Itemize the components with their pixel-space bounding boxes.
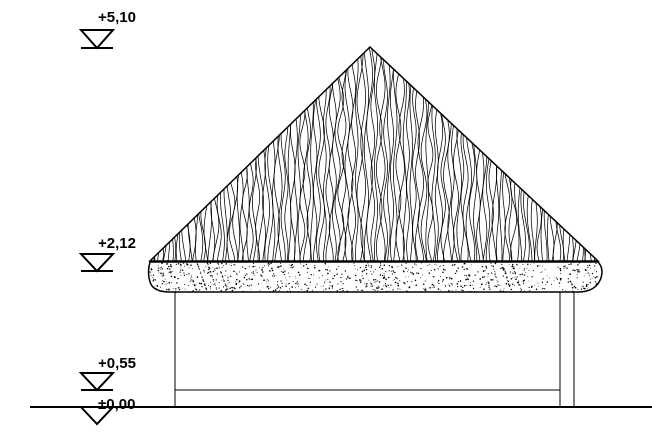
elevation-marker-000: ±0,00 — [78, 396, 135, 426]
elevation-marker-212: +2,12 — [78, 235, 136, 273]
level-triangle-icon — [78, 29, 116, 50]
elevation-marker-055: +0,55 — [78, 355, 136, 392]
roof-eave-band — [147, 261, 603, 293]
level-triangle-icon — [78, 253, 116, 273]
elevation-label: +5,10 — [98, 9, 136, 26]
elevation-label: +2,12 — [98, 235, 136, 252]
elevation-marker-510: +5,10 — [78, 9, 136, 50]
elevation-label: +0,55 — [98, 355, 136, 372]
thatched-roof — [148, 45, 600, 262]
elevation-label: ±0,00 — [98, 396, 135, 413]
wall-structure — [174, 286, 575, 407]
level-triangle-icon — [78, 372, 116, 392]
